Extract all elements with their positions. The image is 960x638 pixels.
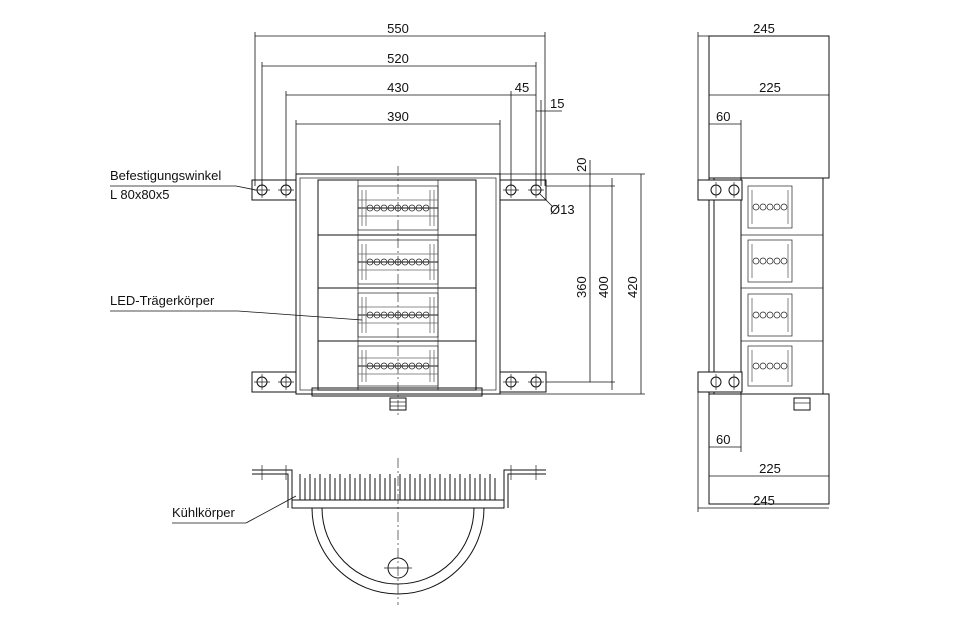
- dim-550: 550: [387, 21, 409, 36]
- side-view: [697, 35, 830, 505]
- side-dimensions: 245 225 60 60 225 245: [697, 21, 829, 512]
- front-view: [251, 166, 547, 418]
- dim-20: 20: [574, 158, 589, 172]
- dim-420: 420: [625, 276, 640, 298]
- dim-360: 360: [574, 276, 589, 298]
- dim-225-top: 225: [759, 80, 781, 95]
- dim-400: 400: [596, 276, 611, 298]
- dim-45: 45: [515, 80, 529, 95]
- dim-245-top: 245: [753, 21, 775, 36]
- led-module-4: [357, 345, 439, 387]
- label-led-carrier: LED-Trägerkörper: [110, 293, 215, 308]
- led-module-1: [357, 185, 439, 231]
- label-bracket: Befestigungswinkel: [110, 168, 221, 183]
- dim-60-bottom: 60: [716, 432, 730, 447]
- front-dimensions: 550 520 430 45 15 390 Ø13 20 360 400: [254, 21, 645, 395]
- dim-15: 15: [550, 96, 564, 111]
- dim-60-top: 60: [716, 109, 730, 124]
- dim-390: 390: [387, 109, 409, 124]
- dim-245-bottom: 245: [753, 493, 775, 508]
- callouts: Befestigungswinkel L 80x80x5 LED-Trägerk…: [110, 168, 363, 524]
- mounting-brackets: [251, 179, 547, 393]
- label-bracket-profile: L 80x80x5: [110, 187, 170, 202]
- dim-225-bottom: 225: [759, 461, 781, 476]
- dim-hole-diameter: Ø13: [550, 202, 575, 217]
- dim-520: 520: [387, 51, 409, 66]
- led-module-2: [357, 239, 439, 285]
- dim-430: 430: [387, 80, 409, 95]
- label-heatsink: Kühlkörper: [172, 505, 236, 520]
- top-view-heatsink: [252, 458, 546, 605]
- led-module-3: [357, 292, 439, 338]
